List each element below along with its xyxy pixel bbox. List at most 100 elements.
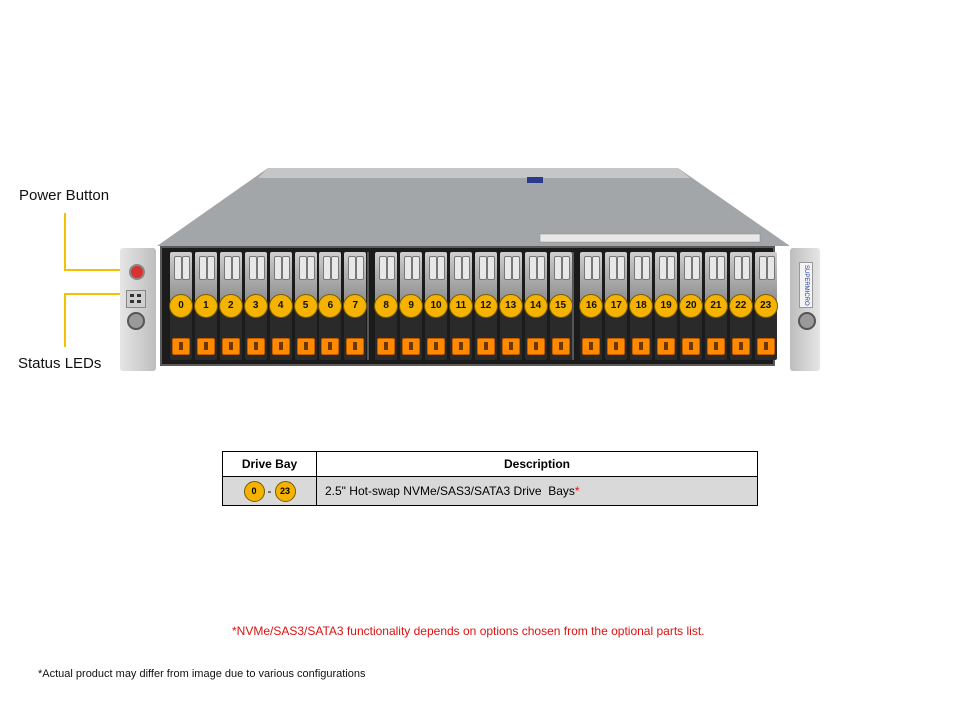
bay-number-badge: 5 [293,294,318,318]
tray-release-latch[interactable] [632,338,651,355]
drive-bay[interactable]: 8 [374,252,399,360]
tray-vent [356,256,365,280]
status-leds-leader-v [64,293,66,347]
tray-release-latch[interactable] [582,338,601,355]
tray-release-latch[interactable] [196,338,215,355]
tray-vent [453,256,462,280]
tray-release-latch[interactable] [607,338,626,355]
tray-release-latch[interactable] [451,338,470,355]
drive-bay[interactable]: 21 [703,252,728,360]
tray-vent [348,256,357,280]
tray-vent [561,256,570,280]
tray-vent [248,256,257,280]
tray-release-latch[interactable] [296,338,315,355]
drive-bay[interactable]: 7 [343,252,368,360]
tray-vent [231,256,240,280]
bay-number-badge: 13 [498,294,523,318]
tray-vent [379,256,388,280]
status-led-panel [126,290,146,308]
bay-number-badge: 1 [193,294,218,318]
tray-release-latch[interactable] [246,338,265,355]
tray-release-latch[interactable] [706,338,725,355]
thumbscrew-icon[interactable] [127,312,145,330]
bay-number-badge: 18 [629,294,654,318]
drive-bay[interactable]: 3 [243,252,268,360]
drive-bay[interactable]: 10 [424,252,448,360]
bay-badge-end: 23 [274,480,296,502]
description-cell: 2.5" Hot-swap NVMe/SAS3/SATA3 Drive Bays… [316,476,758,506]
tray-vent [553,256,562,280]
tray-vent [617,256,626,280]
tray-release-latch[interactable] [172,338,190,355]
drive-bay[interactable]: 0 [169,252,193,360]
drive-bay[interactable]: 11 [448,252,473,360]
drive-bay[interactable]: 17 [604,252,629,360]
drive-bay[interactable]: 15 [548,252,573,360]
drive-bay[interactable]: 1 [193,252,218,360]
tray-vent [198,256,207,280]
tray-release-latch[interactable] [377,338,396,355]
drive-bay[interactable]: 14 [523,252,548,360]
bay-number-badge: 17 [604,294,629,318]
drive-bay[interactable]: 5 [293,252,318,360]
tray-vent [478,256,487,280]
tray-vent [256,256,265,280]
bay-number-badge: 12 [473,294,498,318]
status-led [137,294,141,297]
tray-release-latch[interactable] [731,338,750,355]
drive-bay[interactable]: 20 [679,252,703,360]
status-leds-callout: Status LEDs [18,355,102,372]
drive-bay[interactable]: 23 [753,252,778,360]
header-drive-bay: Drive Bay [222,451,317,477]
header-description: Description [316,451,758,477]
tray-release-latch[interactable] [551,338,570,355]
tray-release-latch[interactable] [501,338,520,355]
status-leds-leader-h [64,293,120,295]
tray-vent [323,256,332,280]
tray-release-latch[interactable] [402,338,421,355]
tray-vent [536,256,545,280]
tray-vent [306,256,315,280]
drive-bay[interactable]: 2 [218,252,243,360]
drive-bay[interactable]: 13 [498,252,523,360]
bay-number-badge: 20 [679,294,703,318]
drive-bay[interactable]: 4 [268,252,293,360]
drive-bay[interactable]: 6 [318,252,343,360]
tray-vent [387,256,396,280]
tray-vent [429,256,437,280]
bay-number-badge: 15 [548,294,573,318]
power-button[interactable] [129,264,145,280]
thumbscrew-icon[interactable] [798,312,816,330]
tray-vent [642,256,651,280]
bay-number-badge: 14 [523,294,548,318]
tray-vent [412,256,421,280]
tray-vent [684,256,692,280]
drive-bay[interactable]: 18 [629,252,654,360]
bay-number-badge: 16 [579,294,604,318]
table-header-row: Drive Bay Description [222,451,758,477]
drive-bay[interactable]: 22 [728,252,753,360]
drive-bay[interactable]: 19 [654,252,679,360]
tray-release-latch[interactable] [682,338,700,355]
tray-release-latch[interactable] [271,338,290,355]
tray-release-latch[interactable] [476,338,495,355]
tray-release-latch[interactable] [657,338,676,355]
tray-release-latch[interactable] [427,338,445,355]
tray-release-latch[interactable] [346,338,365,355]
tray-release-latch[interactable] [321,338,340,355]
description-asterisk: * [574,484,580,498]
tray-vent [659,256,668,280]
tray-vent [733,256,742,280]
drive-bay[interactable]: 12 [473,252,498,360]
tray-release-latch[interactable] [221,338,240,355]
tray-release-latch[interactable] [756,338,775,355]
power-button-leader-h [64,269,120,271]
bay-number-badge: 2 [218,294,243,318]
drive-bay[interactable]: 9 [399,252,424,360]
bay-number-badge: 3 [243,294,268,318]
bay-range-separator: - [267,484,272,498]
tray-release-latch[interactable] [526,338,545,355]
drive-bay[interactable]: 16 [579,252,604,360]
tray-vent [486,256,495,280]
status-led [130,300,134,303]
